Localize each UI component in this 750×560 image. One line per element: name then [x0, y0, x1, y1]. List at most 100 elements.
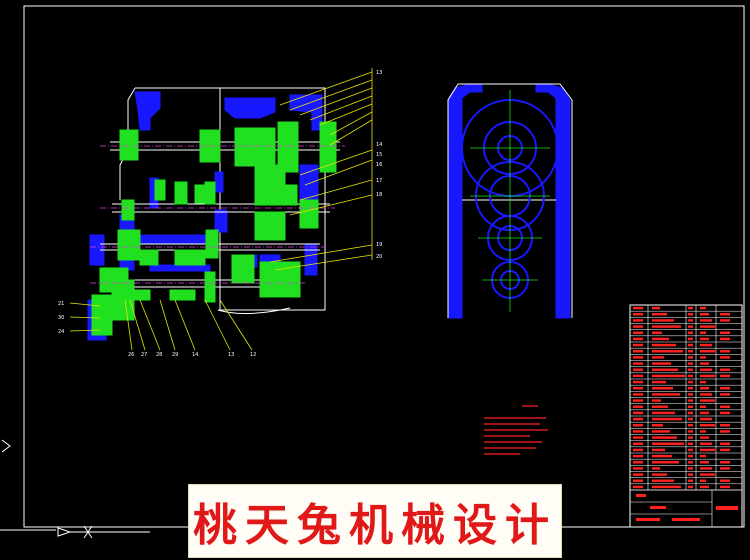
parts-list-table	[629, 304, 743, 528]
gearbox-section-view: 13 14 15 16 17 18 19 20 21 30 24 26 27 2…	[58, 68, 382, 358]
table-cell-text	[700, 393, 712, 396]
table-cell-text	[633, 424, 643, 427]
table-cell-text	[633, 337, 643, 341]
table-cell-text	[700, 473, 715, 476]
table-cell-text	[652, 436, 677, 439]
table-cell-text	[700, 405, 706, 408]
table-cell-text	[633, 485, 643, 489]
table-cell-text	[688, 368, 693, 371]
table-cell-text	[633, 356, 643, 359]
balloon-bottom-1: 26	[128, 352, 134, 358]
table-cell-text	[688, 387, 693, 390]
balloon-right-6: 18	[376, 192, 382, 198]
watermark-banner: 桃天兔机械设计	[188, 484, 562, 558]
table-cell-text	[700, 399, 715, 402]
table-cell-text	[700, 454, 706, 458]
table-cell-text	[700, 374, 715, 378]
table-cell-text	[700, 448, 715, 452]
table-cell-text	[700, 430, 706, 433]
table-cell-text	[700, 337, 709, 341]
table-cell-text	[633, 442, 643, 445]
table-cell-text	[652, 479, 674, 482]
table-cell-text	[688, 430, 693, 433]
table-cell-text	[700, 343, 712, 347]
table-cell-text	[688, 362, 693, 365]
table-cell-text	[688, 331, 693, 334]
table-cell-text	[720, 313, 730, 316]
balloon-bottom-7: 12	[250, 352, 256, 358]
table-cell-text	[700, 319, 712, 322]
table-cell-text	[633, 479, 643, 482]
balloon-right-2: 14	[376, 142, 382, 148]
balloon-right-5: 17	[376, 178, 382, 184]
balloon-right-7: 19	[376, 242, 382, 248]
table-cell-text	[688, 467, 693, 470]
table-cell-text	[688, 454, 693, 458]
table-cell-text	[688, 374, 693, 378]
table-cell-text	[652, 368, 678, 371]
balloon-left-1: 21	[58, 301, 64, 307]
table-cell-text	[652, 399, 661, 402]
table-cell-text	[633, 374, 643, 378]
table-cell-text	[688, 356, 693, 359]
table-cell-text	[720, 368, 730, 371]
table-cell-text	[688, 485, 693, 489]
table-cell-text	[633, 368, 643, 371]
table-cell-text	[652, 442, 684, 445]
table-cell-text	[720, 393, 730, 396]
table-cell-text	[633, 319, 643, 322]
table-cell-text	[652, 331, 662, 334]
balloon-left-3: 24	[58, 329, 64, 335]
table-cell-text	[720, 467, 730, 470]
table-cell-text	[700, 306, 706, 310]
table-cell-text	[688, 350, 693, 353]
table-cell-text	[688, 325, 693, 328]
center-lines	[90, 145, 345, 284]
table-cell-text	[720, 405, 730, 408]
balloon-right-1: 13	[376, 70, 382, 76]
table-cell-text	[652, 350, 683, 353]
table-cell-text	[700, 442, 712, 445]
margin-markers	[0, 439, 150, 539]
table-cell-text	[652, 417, 682, 421]
table-cell-text	[720, 411, 730, 415]
table-cell-text	[720, 374, 730, 378]
table-cell-text	[652, 393, 680, 396]
table-cell-text	[652, 467, 660, 470]
balloon-bottom-5: 14	[192, 352, 198, 358]
table-cell-text	[688, 442, 693, 445]
table-cell-text	[652, 306, 660, 310]
balloon-right-4: 16	[376, 162, 382, 168]
table-cell-text	[700, 436, 709, 439]
table-cell-text	[688, 479, 693, 482]
table-cell-text	[688, 411, 693, 415]
watermark-text: 桃天兔机械设计	[193, 500, 557, 551]
table-cell-text	[633, 362, 643, 365]
table-cell-text	[720, 350, 730, 353]
table-cell-text	[688, 399, 693, 402]
table-cell-text	[688, 448, 693, 452]
table-cell-text	[720, 479, 730, 482]
balloon-bottom-6: 13	[228, 352, 234, 358]
table-cell-text	[633, 393, 643, 396]
table-cell-text	[652, 337, 669, 341]
table-cell-text	[700, 485, 709, 489]
table-cell-text	[700, 368, 712, 371]
table-cell-text	[688, 417, 693, 421]
gearbox-housing	[119, 87, 326, 315]
table-cell-text	[652, 454, 672, 458]
table-cell-text	[633, 473, 643, 476]
table-cell-text	[700, 411, 709, 415]
table-cell-text	[688, 393, 693, 396]
table-cell-text	[720, 387, 730, 390]
table-cell-text	[688, 337, 693, 341]
table-cell-text	[700, 350, 715, 353]
table-cell-text	[720, 461, 730, 464]
table-cell-text	[652, 325, 681, 328]
table-cell-text	[652, 405, 668, 408]
bearings-gears-green	[91, 121, 337, 336]
table-cell-text	[633, 467, 643, 470]
table-cell-text	[652, 461, 679, 464]
table-cell-text	[700, 356, 706, 359]
